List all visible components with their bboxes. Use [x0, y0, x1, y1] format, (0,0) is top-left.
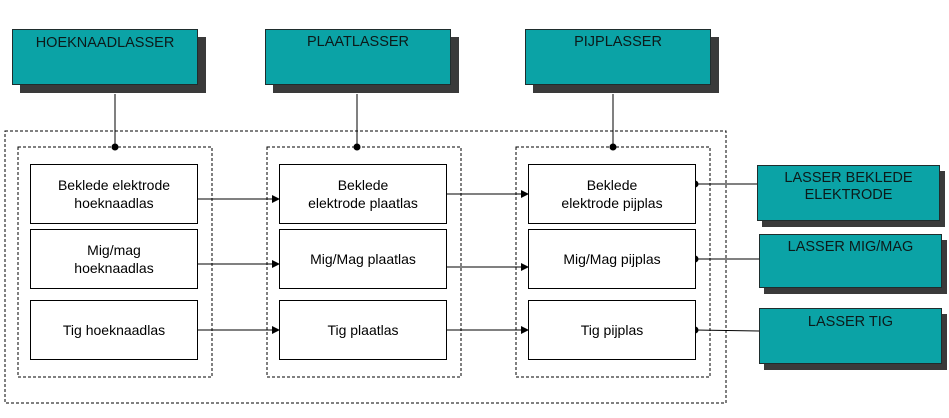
- box-label: Tig pijplas: [580, 322, 644, 338]
- box-tig-hoeknaadlas: Tig hoeknaadlas: [30, 300, 198, 360]
- note-label-hoeknaadlasser: HOEKNAADLASSER: [35, 35, 175, 51]
- box-beklede-plaatlas: Beklede elektrode plaatlas: [279, 164, 447, 224]
- box-label: Tig hoeknaadlas: [62, 322, 166, 338]
- note-lasser-tig: LASSER TIG: [759, 308, 947, 370]
- note-label-lasser-migmag: LASSER MIG/MAG: [787, 239, 914, 255]
- box-beklede-hoeknaadlas: Beklede elektrode hoeknaadlas: [30, 164, 198, 224]
- connector-dot-hoeknaadlasser: [111, 143, 119, 151]
- box-tig-pijplas: Tig pijplas: [528, 300, 696, 360]
- note-label-pijplasser: PIJPLASSER: [574, 34, 662, 50]
- note-lasser-beklede: LASSER BEKLEDE ELEKTRODE: [757, 165, 945, 227]
- note-body: [759, 308, 942, 364]
- column-frame-plaatlas: [266, 146, 462, 378]
- connector-dot-plaatlasser: [353, 143, 361, 151]
- box-label: Beklede elektrode pijplas: [561, 177, 663, 211]
- connector-right-tig: [694, 329, 760, 332]
- box-migmag-pijplas: Mig/Mag pijplas: [528, 229, 696, 289]
- note-lasser-migmag: LASSER MIG/MAG: [759, 234, 947, 294]
- note-body: [265, 29, 451, 85]
- note-plaatlasser: PLAATLASSER: [265, 29, 459, 93]
- note-body: [12, 29, 198, 85]
- box-label: Mig/Mag plaatlas: [310, 251, 416, 267]
- note-pijplasser: PIJPLASSER: [525, 29, 719, 93]
- note-body: [757, 165, 940, 221]
- note-label-lasser-beklede: LASSER BEKLEDE ELEKTRODE: [784, 170, 913, 203]
- box-label: Mig/Mag pijplas: [563, 251, 661, 267]
- box-label: Tig plaatlas: [327, 322, 399, 338]
- box-label: Mig/mag hoeknaadlas: [74, 242, 154, 276]
- box-label: Beklede elektrode hoeknaadlas: [57, 177, 171, 211]
- note-hoeknaadlasser: HOEKNAADLASSER: [12, 29, 206, 93]
- outer-dashed-frame: [4, 130, 727, 404]
- note-body: [759, 234, 942, 288]
- box-label: Beklede elektrode plaatlas: [308, 177, 418, 211]
- box-migmag-hoeknaadlas: Mig/mag hoeknaadlas: [30, 229, 198, 289]
- box-beklede-pijplas: Beklede elektrode pijplas: [528, 164, 696, 224]
- connector-dot-pijplasser: [609, 143, 617, 151]
- note-label-lasser-tig: LASSER TIG: [807, 314, 894, 330]
- note-body: [525, 29, 711, 85]
- box-migmag-plaatlas: Mig/Mag plaatlas: [279, 229, 447, 289]
- box-tig-plaatlas: Tig plaatlas: [279, 300, 447, 360]
- note-label-plaatlasser: PLAATLASSER: [306, 34, 410, 50]
